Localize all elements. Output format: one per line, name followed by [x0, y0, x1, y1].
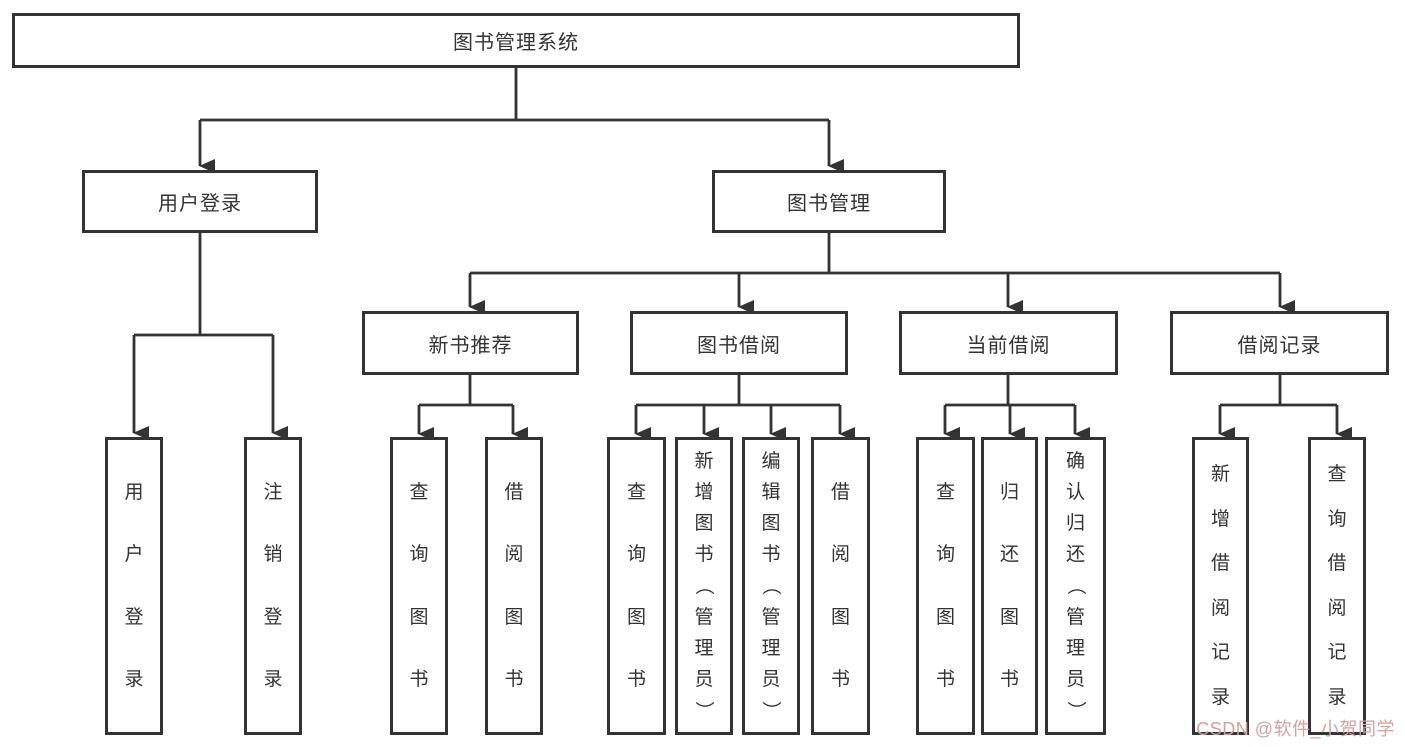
leaf-add-borrow-record: 新增借阅记录: [1192, 437, 1249, 735]
leaf-query-books: 查询图书: [390, 437, 448, 735]
leaf-borrow-books: 借阅图书: [811, 437, 870, 735]
leaf-query-books: 查询图书: [916, 437, 975, 735]
leaf-borrow-books: 借阅图书: [485, 437, 543, 735]
node-new-book-recommendation: 新书推荐: [362, 311, 579, 375]
node-borrowing-records: 借阅记录: [1170, 311, 1389, 375]
node-root-library-system: 图书管理系统: [12, 13, 1020, 68]
leaf-user-login: 用户登录: [105, 437, 163, 735]
leaf-confirm-return-admin: 确认归还（管理员）: [1045, 437, 1106, 735]
leaf-query-borrow-record: 查询借阅记录: [1308, 437, 1366, 735]
leaf-return-books: 归还图书: [981, 437, 1038, 735]
node-current-borrowing: 当前借阅: [899, 311, 1118, 375]
leaf-query-books: 查询图书: [607, 437, 666, 735]
node-user-login: 用户登录: [82, 170, 318, 233]
watermark: CSDN @软件_小贺同学: [1196, 719, 1395, 739]
node-book-management: 图书管理: [712, 170, 946, 233]
node-book-borrowing: 图书借阅: [630, 311, 848, 375]
leaf-logout: 注销登录: [244, 437, 302, 735]
leaf-edit-books-admin: 编辑图书（管理员）: [742, 437, 800, 735]
leaf-add-books-admin: 新增图书（管理员）: [675, 437, 733, 735]
